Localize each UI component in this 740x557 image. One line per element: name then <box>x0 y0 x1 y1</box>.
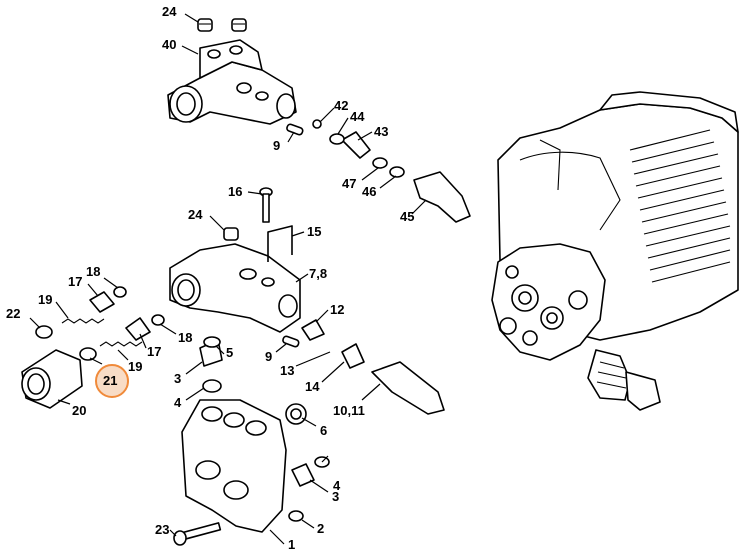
part-19-spring-upper <box>61 318 105 324</box>
callout-15: 15 <box>307 224 322 239</box>
callout-4-upper: 4 <box>174 395 182 410</box>
callout-17-lower: 17 <box>147 344 162 359</box>
callout-3-upper: 3 <box>174 371 182 386</box>
part-1-pump-head <box>181 399 287 533</box>
part-43-valve-seat <box>341 131 371 159</box>
part-17-valve-lower <box>125 317 151 341</box>
callout-6: 6 <box>320 423 328 438</box>
part-18-oring-lower <box>151 314 165 326</box>
callout-47: 47 <box>342 176 357 191</box>
part-9-pin-top <box>286 123 304 136</box>
part-18-oring-upper <box>113 286 127 298</box>
callout-23: 23 <box>155 522 170 537</box>
callout-2: 2 <box>317 521 325 536</box>
callout-13: 13 <box>280 363 295 378</box>
callout-24-middle: 24 <box>188 207 203 222</box>
part-19-spring-lower <box>99 341 143 347</box>
callout-20: 20 <box>72 403 87 418</box>
callout-9-top: 9 <box>273 138 281 153</box>
part-44-ring <box>329 133 345 145</box>
part-21-oring <box>79 347 97 361</box>
callout-7-8: 7,8 <box>309 266 328 281</box>
callout-14: 14 <box>305 379 320 394</box>
part-12-seat <box>301 319 325 341</box>
part-45-valve <box>413 171 471 223</box>
callout-46: 46 <box>362 184 377 199</box>
callout-3-lower: 3 <box>332 489 340 504</box>
part-3-valve-lower <box>291 463 315 487</box>
callout-24-top: 24 <box>162 4 177 19</box>
callout-4-lower: 4 <box>333 478 341 493</box>
callout-18-upper: 18 <box>86 264 101 279</box>
part-22-washer <box>35 325 53 339</box>
callout-22: 22 <box>6 306 21 321</box>
part-17-valve-upper <box>89 291 115 313</box>
part-5-cap <box>203 336 221 348</box>
callout-21: 21 <box>103 373 118 388</box>
part-40-upper-head <box>167 39 297 125</box>
callout-42: 42 <box>334 98 349 113</box>
callout-19-upper: 19 <box>38 292 53 307</box>
callout-12: 12 <box>330 302 345 317</box>
part-24-plug-top <box>197 18 247 32</box>
callout-45: 45 <box>400 209 415 224</box>
part-15-clip <box>267 225 293 262</box>
highlight-circle <box>95 364 129 398</box>
motor-assembly <box>491 91 739 411</box>
callout-18-lower: 18 <box>178 330 193 345</box>
leader-lines <box>29 13 427 545</box>
callout-9-middle: 9 <box>265 349 273 364</box>
callout-44: 44 <box>350 109 365 124</box>
part-16-screw <box>259 187 273 223</box>
callout-10-11: 10,11 <box>333 403 365 418</box>
callout-1: 1 <box>288 537 296 552</box>
part-46-oring <box>389 166 405 178</box>
callout-43: 43 <box>374 124 389 139</box>
part-14-valve <box>341 343 365 369</box>
part-23-bolt <box>173 522 222 546</box>
part-10-11-piston <box>371 361 445 415</box>
part-20-nozzle-nut <box>21 349 83 409</box>
callout-40: 40 <box>162 37 177 52</box>
part-47-oring <box>372 157 388 169</box>
part-4-oring-upper <box>202 379 222 393</box>
callout-19-lower: 19 <box>128 359 143 374</box>
callout-17-upper: 17 <box>68 274 83 289</box>
part-9-pin-middle <box>282 335 300 348</box>
part-7-8-middle-head <box>169 243 301 333</box>
part-42-ball <box>312 119 322 129</box>
callout-5: 5 <box>226 345 234 360</box>
callout-16: 16 <box>228 184 243 199</box>
part-2-oring <box>288 510 304 522</box>
part-24-plug-middle <box>223 227 239 241</box>
